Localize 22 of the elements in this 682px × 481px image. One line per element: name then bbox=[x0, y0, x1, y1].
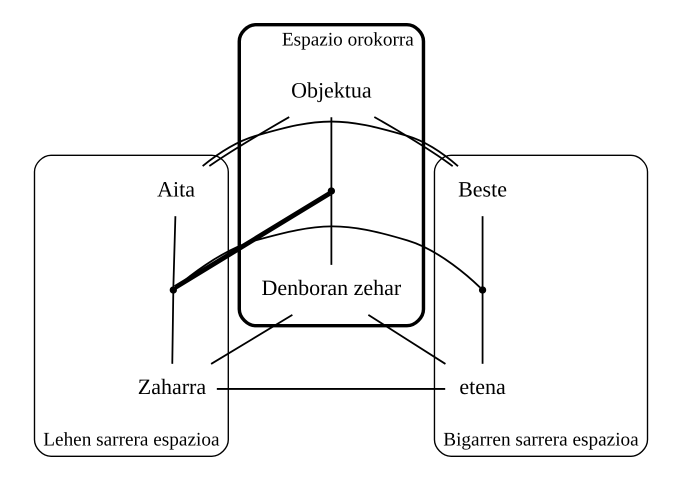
node-text: Beste bbox=[458, 176, 507, 202]
connector bbox=[210, 314, 293, 365]
connector bbox=[208, 116, 290, 167]
connector bbox=[202, 120, 459, 167]
connector bbox=[172, 216, 176, 287]
connector bbox=[216, 388, 446, 390]
connector bbox=[374, 116, 454, 167]
connector bbox=[368, 314, 446, 365]
connector bbox=[330, 117, 332, 188]
connector bbox=[482, 216, 484, 287]
connector bbox=[171, 293, 174, 364]
node-text: Objektua bbox=[291, 77, 372, 102]
node-text: Denboran zehar bbox=[261, 275, 402, 300]
node-point bbox=[478, 286, 486, 294]
node-text: Aita bbox=[157, 176, 195, 202]
connector bbox=[482, 293, 484, 364]
connector bbox=[330, 194, 332, 265]
connector bbox=[174, 191, 331, 290]
node-point bbox=[170, 286, 177, 294]
node-text: Zaharra bbox=[138, 374, 206, 400]
node-point bbox=[328, 187, 336, 195]
node-text: etena bbox=[459, 374, 506, 400]
